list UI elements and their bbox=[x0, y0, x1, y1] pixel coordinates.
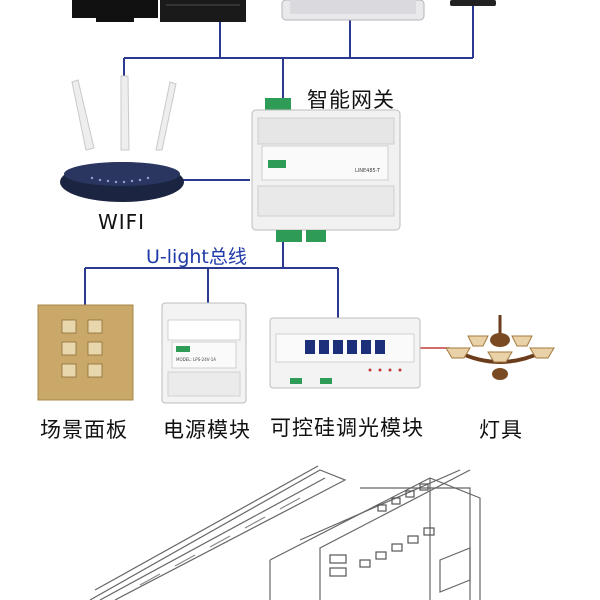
lamp-label: 灯具 bbox=[479, 418, 523, 442]
phone-icon bbox=[450, 0, 496, 6]
gateway-model: LINE485-T bbox=[355, 168, 381, 174]
gateway-label: 智能网关 bbox=[307, 88, 395, 112]
power-module-label: 电源模块 bbox=[163, 418, 251, 442]
dimmer-module-label: 可控硅调光模块 bbox=[270, 416, 424, 440]
wifi-label: WIFI bbox=[98, 210, 146, 234]
scene-panel-label: 场景面板 bbox=[40, 418, 128, 442]
tablet-icon bbox=[281, 0, 425, 21]
pc-icon bbox=[72, 0, 246, 22]
power-model: MODEL: LPS-24V-1A bbox=[176, 357, 216, 362]
bus-label: U-light总线 bbox=[146, 246, 247, 268]
